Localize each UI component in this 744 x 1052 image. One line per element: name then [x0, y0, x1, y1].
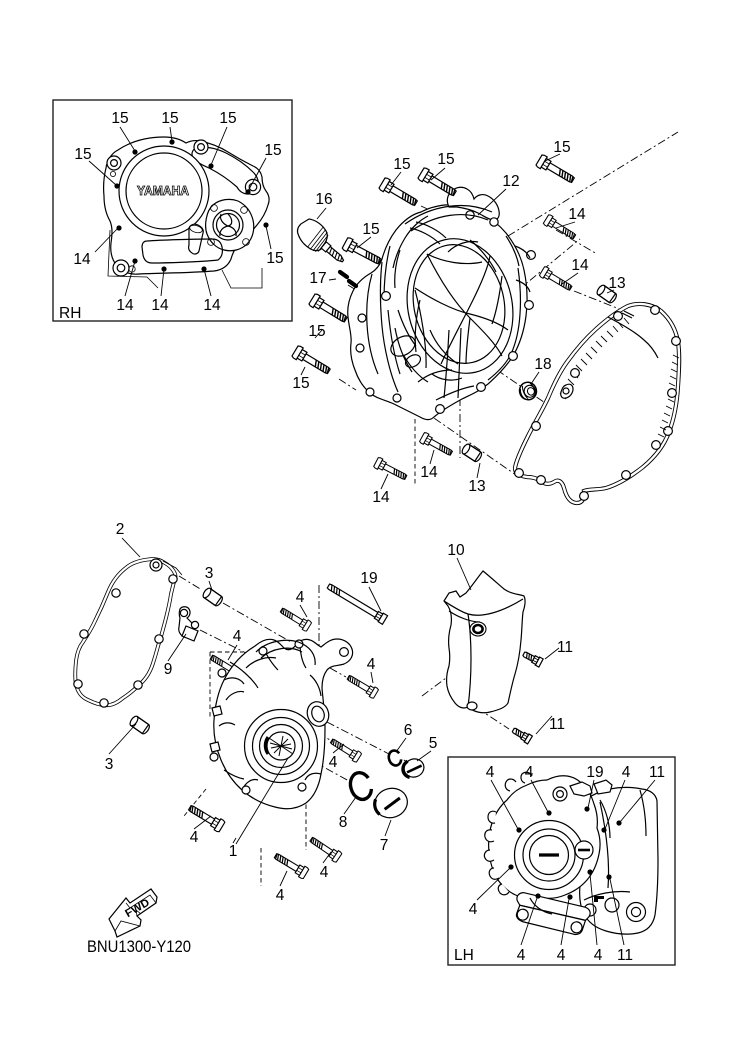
svg-text:14: 14	[203, 297, 221, 314]
svg-text:15: 15	[266, 250, 283, 267]
svg-text:15: 15	[292, 375, 309, 392]
svg-text:5: 5	[429, 735, 438, 752]
svg-text:4: 4	[517, 947, 526, 964]
svg-text:4: 4	[367, 656, 376, 673]
svg-text:13: 13	[608, 275, 625, 292]
svg-text:4: 4	[486, 764, 495, 781]
svg-text:4: 4	[525, 764, 534, 781]
svg-text:4: 4	[622, 764, 631, 781]
svg-text:14: 14	[420, 464, 438, 481]
svg-text:YAMAHA: YAMAHA	[137, 183, 190, 198]
svg-text:11: 11	[617, 947, 633, 964]
svg-text:4: 4	[276, 887, 285, 904]
svg-text:4: 4	[296, 589, 305, 606]
svg-text:11: 11	[649, 764, 665, 781]
svg-text:8: 8	[339, 814, 348, 831]
svg-text:9: 9	[164, 661, 173, 678]
svg-text:15: 15	[308, 323, 325, 340]
svg-text:18: 18	[534, 356, 551, 373]
svg-text:1: 1	[229, 843, 238, 860]
svg-text:17: 17	[309, 270, 326, 287]
svg-text:2: 2	[116, 521, 125, 538]
svg-text:4: 4	[594, 947, 603, 964]
svg-text:11: 11	[549, 716, 565, 733]
svg-text:4: 4	[320, 864, 329, 881]
svg-text:14: 14	[116, 297, 134, 314]
svg-text:16: 16	[315, 191, 332, 208]
svg-text:BNU1300-Y120: BNU1300-Y120	[87, 937, 191, 956]
svg-text:13: 13	[468, 478, 485, 495]
svg-text:14: 14	[568, 206, 586, 223]
svg-text:14: 14	[571, 257, 589, 274]
svg-text:15: 15	[362, 221, 379, 238]
svg-text:RH: RH	[59, 305, 81, 322]
svg-text:15: 15	[553, 139, 570, 156]
svg-text:LH: LH	[454, 947, 474, 964]
svg-text:12: 12	[502, 173, 519, 190]
svg-text:11: 11	[557, 639, 573, 656]
svg-text:19: 19	[586, 764, 603, 781]
svg-text:3: 3	[205, 565, 214, 582]
svg-text:15: 15	[264, 142, 281, 159]
svg-text:15: 15	[161, 110, 178, 127]
svg-text:3: 3	[105, 756, 114, 773]
svg-text:15: 15	[437, 151, 454, 168]
svg-text:14: 14	[372, 489, 390, 506]
svg-text:15: 15	[111, 110, 128, 127]
svg-text:15: 15	[74, 146, 91, 163]
svg-text:4: 4	[557, 947, 566, 964]
svg-text:14: 14	[151, 297, 169, 314]
svg-text:19: 19	[360, 570, 377, 587]
svg-text:4: 4	[190, 829, 199, 846]
svg-text:4: 4	[233, 628, 242, 645]
svg-text:15: 15	[393, 156, 410, 173]
svg-text:7: 7	[380, 837, 389, 854]
svg-text:4: 4	[469, 901, 478, 918]
svg-text:4: 4	[329, 754, 338, 771]
svg-text:15: 15	[219, 110, 236, 127]
svg-text:6: 6	[404, 722, 413, 739]
svg-text:10: 10	[447, 542, 465, 559]
svg-text:14: 14	[73, 251, 91, 268]
